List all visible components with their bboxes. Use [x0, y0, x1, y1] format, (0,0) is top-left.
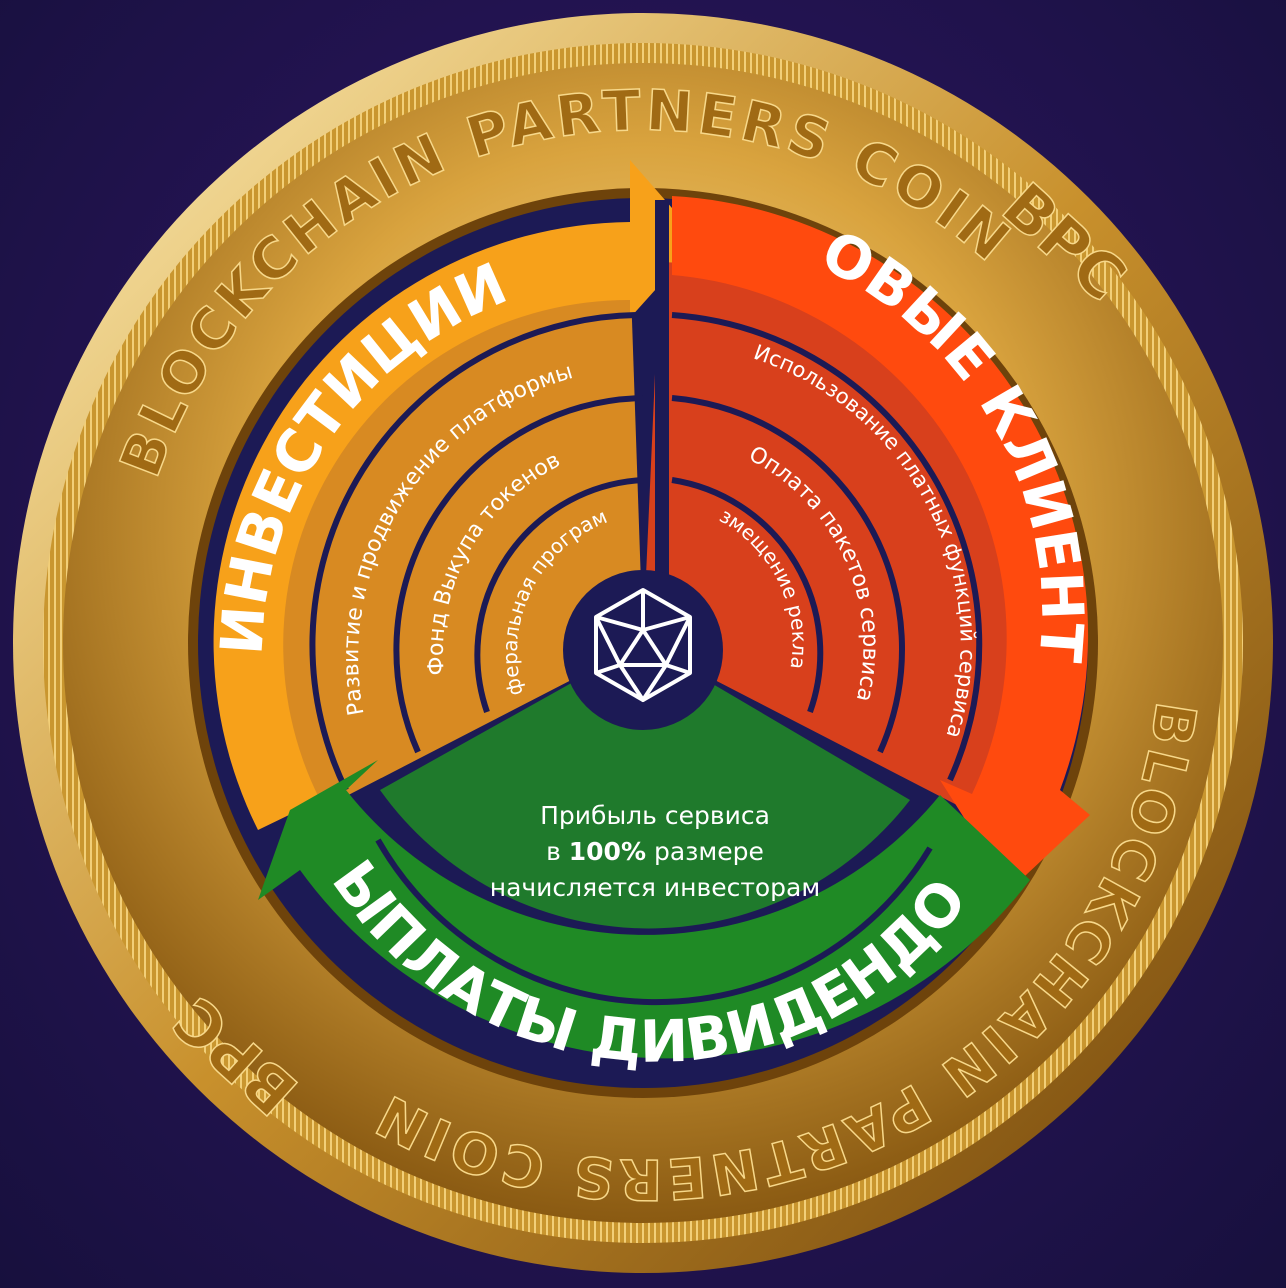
- dividends-text: Прибыль сервиса в 100% размере начисляет…: [490, 801, 820, 902]
- dividends-sector: [380, 643, 910, 929]
- dividends-text-line-1: Прибыль сервиса: [540, 801, 770, 830]
- segment-clients: [643, 196, 1090, 890]
- dividends-text-line-3: начисляется инвесторам: [490, 873, 820, 902]
- center-divider: [655, 200, 669, 580]
- icosahedron-icon: [594, 588, 692, 702]
- segment-investments: [213, 160, 701, 830]
- segment-dividends: [258, 643, 1030, 1059]
- dividends-arrow: [258, 760, 1030, 1059]
- center-logo-disc: [563, 570, 723, 730]
- dividends-text-line-2: в 100% размере: [546, 837, 764, 866]
- clients-arrow: [672, 196, 1090, 890]
- center-logo: [563, 570, 723, 730]
- investments-arrow: [213, 160, 701, 830]
